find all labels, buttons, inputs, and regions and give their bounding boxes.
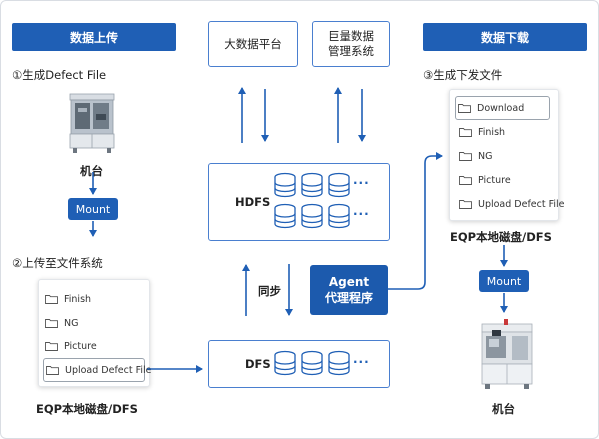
hdfs-more-dots-2: ···: [353, 207, 370, 221]
database-icon: [328, 350, 350, 376]
mount-left-button: Mount: [68, 198, 118, 220]
bigdata-platform-label: 大数据平台: [224, 37, 282, 51]
file-label: Picture: [64, 340, 97, 352]
hdfs-label: HDFS: [235, 195, 271, 209]
folder-icon: [45, 342, 58, 351]
file-row-ng[interactable]: NG: [450, 145, 558, 167]
machine-right-label: 机台: [492, 402, 515, 416]
database-icon: [274, 172, 296, 198]
bigdata-platform-box: 大数据平台: [208, 21, 298, 67]
upload-file-window: Finish NG Picture Upload Defect File: [38, 279, 152, 387]
file-row-picture[interactable]: Picture: [450, 169, 558, 191]
file-label: Upload Defect File: [478, 198, 565, 210]
file-row-download[interactable]: Download: [455, 96, 550, 120]
download-fs-label: EQP本地磁盘/DFS: [450, 230, 552, 244]
file-row-upload-defect-file[interactable]: Upload Defect File: [43, 358, 152, 382]
dfs-box: DFS: [208, 340, 390, 388]
hdfs-box: HDFS: [208, 163, 390, 241]
file-row-finish[interactable]: Finish: [39, 288, 149, 310]
file-label: Upload Defect File: [65, 364, 152, 376]
massive-data-system-box: 巨量数据 管理系统: [312, 21, 390, 67]
file-label: NG: [478, 150, 493, 162]
step1-label: ①生成Defect File: [12, 68, 107, 82]
folder-icon: [45, 319, 58, 328]
dfs-more-dots: ···: [353, 355, 370, 369]
file-row-picture[interactable]: Picture: [39, 335, 149, 357]
folder-icon: [46, 366, 59, 375]
agent-box: Agent 代理程序: [310, 265, 388, 315]
database-icon: [274, 203, 296, 229]
folder-icon: [458, 104, 471, 113]
database-icon: [301, 350, 323, 376]
agent-line1: Agent: [328, 275, 370, 289]
folder-icon: [459, 200, 472, 209]
massive-data-line1: 巨量数据: [328, 29, 374, 43]
file-row-upload-defect-file[interactable]: Upload Defect File: [450, 193, 565, 215]
agent-line2: 代理程序: [324, 291, 373, 305]
folder-icon: [459, 176, 472, 185]
database-icon: [301, 172, 323, 198]
massive-data-line2: 管理系统: [328, 44, 374, 58]
file-label: Download: [477, 102, 525, 114]
file-label: Finish: [478, 126, 506, 138]
file-row-ng[interactable]: NG: [39, 312, 149, 334]
folder-icon: [45, 295, 58, 304]
file-label: Picture: [478, 174, 511, 186]
database-icon: [328, 203, 350, 229]
file-row-finish[interactable]: Finish: [450, 121, 558, 143]
database-icon: [328, 172, 350, 198]
dfs-label: DFS: [245, 357, 271, 371]
folder-icon: [459, 152, 472, 161]
upload-header: 数据上传: [12, 23, 176, 51]
machine-left-label: 机台: [80, 164, 103, 178]
machine-right-image: [481, 319, 533, 389]
file-label: NG: [64, 317, 79, 329]
hdfs-database-icons: [274, 172, 350, 229]
hdfs-more-dots-1: ···: [353, 176, 370, 190]
database-icon: [274, 350, 296, 376]
upload-fs-label: EQP本地磁盘/DFS: [36, 402, 138, 416]
mount-right-button: Mount: [479, 270, 529, 292]
step2-label: ②上传至文件系统: [12, 256, 103, 270]
machine-left-image: [69, 93, 115, 153]
step3-label: ③生成下发文件: [423, 68, 503, 82]
folder-icon: [459, 128, 472, 137]
download-header: 数据下载: [423, 23, 587, 51]
download-file-window: Download Finish NG Picture Upload Defect…: [449, 89, 565, 221]
dfs-database-icons: [274, 350, 350, 376]
database-icon: [301, 203, 323, 229]
file-label: Finish: [64, 293, 92, 305]
sync-label: 同步: [258, 284, 281, 298]
